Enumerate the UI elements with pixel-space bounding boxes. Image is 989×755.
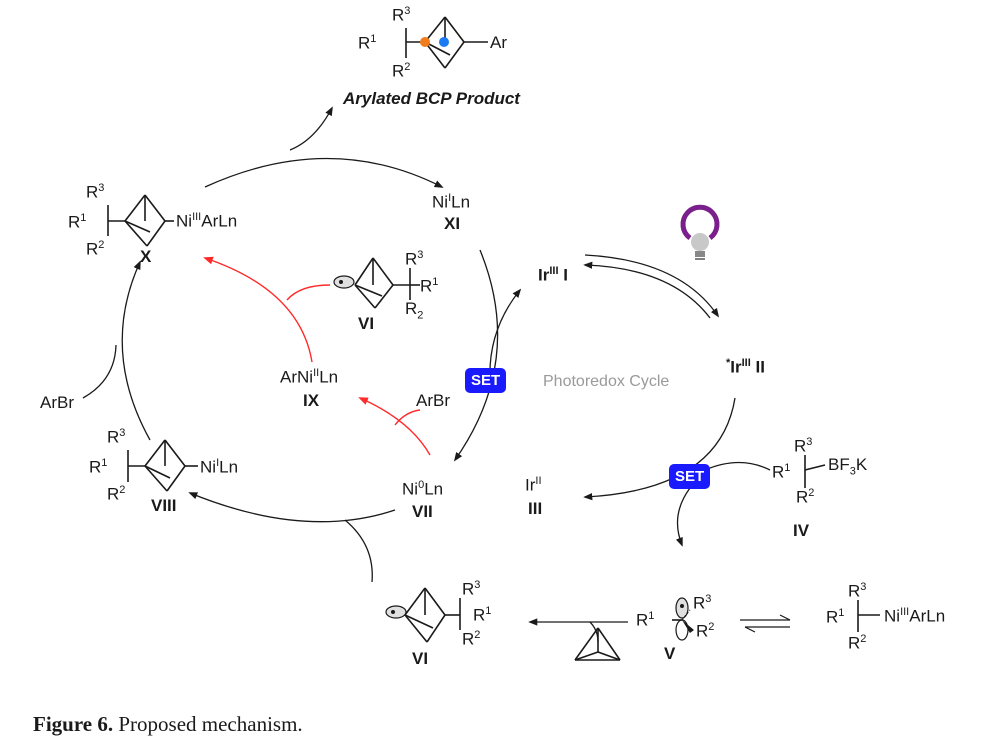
xi-label: XI — [444, 214, 461, 233]
x-structure — [107, 194, 174, 247]
radical-lobe-upper — [333, 275, 355, 289]
ir-ii-metal: IrII — [525, 475, 542, 495]
x-metal: NiIIIArLn — [176, 211, 238, 231]
arrow-iriii-to-excited — [584, 254, 720, 318]
x-r1: R1 — [68, 212, 87, 232]
ir-iii-i: IrIII I — [538, 265, 568, 285]
viii-structure — [127, 439, 198, 492]
blue-carbon-dot — [439, 37, 449, 47]
iv-structure — [804, 455, 826, 488]
ix-label: IX — [303, 391, 320, 410]
arrow-iv-into-set — [704, 461, 771, 471]
v-r2: R2 — [696, 621, 715, 641]
arrow-vi-join-lower — [344, 519, 373, 583]
viii-r1: R1 — [89, 457, 108, 477]
vi-upper-r1: R1 — [420, 276, 439, 296]
product-title: Arylated BCP Product — [343, 89, 520, 108]
arbr-mid: ArBr — [416, 391, 450, 410]
product-r3: R3 — [392, 5, 411, 25]
red-arrow-vii-to-ix — [358, 397, 431, 456]
eq-arrow-back-head — [744, 626, 756, 633]
ir-iii-excited: *IrIII II — [726, 357, 765, 377]
x-r2: R2 — [86, 239, 105, 259]
xi-metal: NiILn — [432, 192, 471, 212]
vii-label: VII — [412, 502, 433, 521]
iv-label: IV — [793, 521, 810, 540]
side-r2: R2 — [848, 633, 867, 653]
arbr-left: ArBr — [40, 393, 74, 412]
set-badge-upper: SET — [465, 368, 507, 393]
arrow-vii-to-viii — [188, 492, 396, 523]
vi-upper-r3: R3 — [405, 249, 424, 269]
x-label: X — [140, 247, 152, 266]
side-r1: R1 — [826, 607, 845, 627]
iv-r1: R1 — [772, 462, 791, 482]
radical-v-structure — [672, 597, 694, 641]
radical-dot-upper — [339, 280, 343, 284]
ix-metal: ArNiIILn — [280, 367, 339, 387]
vi-lower-r3: R3 — [462, 579, 481, 599]
arrow-arbr-join — [82, 344, 117, 399]
vi-lower-structure — [404, 587, 461, 643]
arrow-set-to-v — [675, 487, 691, 547]
set-badge-lower: SET — [669, 464, 711, 489]
iv-reagent: BF3K — [828, 455, 868, 478]
propellane-join — [589, 621, 599, 643]
arrow-viii-to-x — [121, 260, 151, 441]
product-ar: Ar — [490, 33, 507, 52]
iv-r2: R2 — [796, 487, 815, 507]
viii-r2: R2 — [107, 484, 126, 504]
niiii-side-structure — [857, 600, 880, 632]
arrow-to-product — [289, 106, 333, 151]
photoredox-label: Photoredox Cycle — [543, 373, 670, 390]
arrow-excited-to-iriii — [583, 261, 711, 319]
side-r3: R3 — [848, 581, 867, 601]
caption-bold: Figure 6. — [33, 712, 114, 736]
vi-lower-label: VI — [412, 649, 429, 668]
lightbulb-icon — [680, 204, 720, 260]
iii-label: III — [528, 499, 543, 518]
v-r3: R3 — [693, 593, 712, 613]
v-label: V — [664, 644, 676, 663]
vii-metal: Ni0Ln — [402, 479, 444, 499]
eq-arrow-forward-head — [779, 614, 791, 621]
product-r1: R1 — [358, 33, 377, 53]
red-arrow-arbr-join — [394, 409, 421, 426]
arrow-x-to-xi — [204, 157, 444, 188]
arrow-excited-to-irii — [583, 397, 736, 501]
arrow-xi-to-vii — [453, 249, 499, 462]
side-metal: NiIIIArLn — [884, 606, 946, 626]
vi-upper-label: VI — [358, 314, 375, 333]
vi-lower-r1: R1 — [473, 605, 492, 625]
iv-r3: R3 — [794, 436, 813, 456]
viii-label: VIII — [151, 496, 177, 515]
viii-metal: NiILn — [200, 457, 239, 477]
viii-r3: R3 — [107, 427, 126, 447]
radical-lobe-lower — [385, 605, 407, 619]
x-r3: R3 — [86, 182, 105, 202]
caption-text: Proposed mechanism. — [113, 712, 303, 736]
vi-upper-structure — [354, 257, 420, 309]
v-r1: R1 — [636, 610, 655, 630]
red-arrow-ix-to-x — [203, 256, 313, 363]
radical-dot-lower — [391, 610, 395, 614]
figure-caption: Figure 6. Proposed mechanism. — [33, 712, 303, 737]
red-arrow-vi-join — [286, 284, 331, 301]
orange-carbon-dot — [420, 37, 430, 47]
vi-lower-r2: R2 — [462, 629, 481, 649]
product-r2: R2 — [392, 61, 411, 81]
vi-upper-r2: R2 — [405, 299, 424, 322]
propellane-structure — [574, 627, 621, 661]
